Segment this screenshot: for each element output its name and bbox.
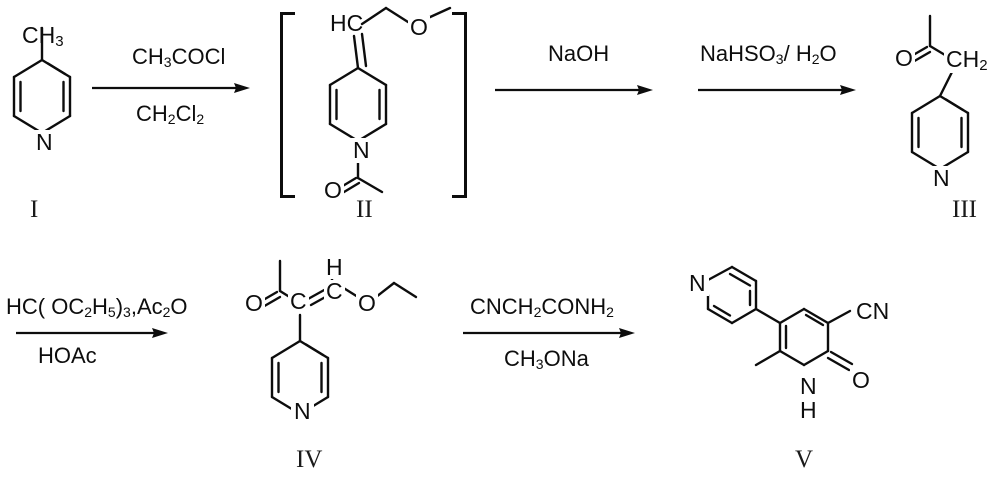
compound-iii-structure (880, 0, 1000, 200)
arrow-2-above-reagent: NaOH (548, 41, 610, 66)
compound-i-structure (0, 0, 120, 200)
arrow-4-below-reagent: HOAc (38, 343, 97, 368)
arrow-5-below-reagent: CH3ONa (504, 346, 589, 372)
arrow-4-above-reagent: HC( OC2H5)3,Ac2O (6, 294, 188, 320)
arrow-3 (698, 80, 858, 100)
compound-ii-left-bracket (280, 12, 295, 198)
arrow-1-below-reagent: CH2Cl2 (136, 101, 205, 127)
compound-ii-structure (300, 0, 460, 200)
compound-iv-vinyl-carbon-label: C (324, 278, 345, 304)
compound-ii-right-bracket (452, 12, 467, 198)
compound-iv-central-carbon-label: C (288, 288, 309, 314)
compound-v-nitrile-label: CN (854, 298, 892, 324)
arrow-2 (495, 80, 655, 100)
compound-ii-carbonyl-oxygen-label: O (322, 177, 344, 203)
compound-iv-vinyl-hydrogen-label: H (324, 254, 345, 280)
arrow-3-above-reagent: NaHSO3/ H2O (700, 41, 837, 67)
compound-iv-ether-oxygen-label: O (356, 290, 378, 316)
compound-i-label: I (30, 196, 39, 223)
compound-ii-label: II (356, 196, 373, 223)
compound-iii-ch2-label: CH2 (944, 46, 990, 74)
arrow-5-above-reagent: CNCH2CONH2 (470, 294, 614, 320)
compound-v-label: V (795, 446, 814, 473)
compound-iii-ring-nitrogen-label: N (930, 166, 953, 191)
compound-iv-ring-nitrogen-label: N (291, 399, 314, 424)
arrow-5 (463, 323, 643, 343)
compound-ii-ether-oxygen-label: O (408, 14, 430, 40)
compound-iii-carbonyl-oxygen-label: O (893, 45, 915, 71)
compound-iv-label: IV (296, 446, 323, 473)
compound-ii-hc-label: HC (330, 10, 364, 36)
compound-v-lactam-hydrogen-label: H (797, 398, 820, 423)
arrow-1 (92, 78, 252, 98)
compound-v-pyridine-nitrogen-label: N (686, 271, 709, 296)
arrow-4 (16, 323, 176, 343)
compound-i-ring-nitrogen-label: N (33, 130, 56, 155)
compound-i-methyl-label: CH3 (22, 22, 64, 50)
compound-iv-carbonyl-oxygen-label: O (243, 290, 265, 316)
compound-v-lactam-oxygen-label: O (850, 367, 872, 393)
compound-v-structure (650, 255, 940, 445)
arrow-1-above-reagent: CH3COCl (132, 44, 226, 70)
compound-v-lactam-nitrogen-label: N (797, 374, 820, 399)
compound-ii-ring-nitrogen-label: N (350, 138, 373, 163)
compound-iii-label: III (952, 196, 977, 223)
